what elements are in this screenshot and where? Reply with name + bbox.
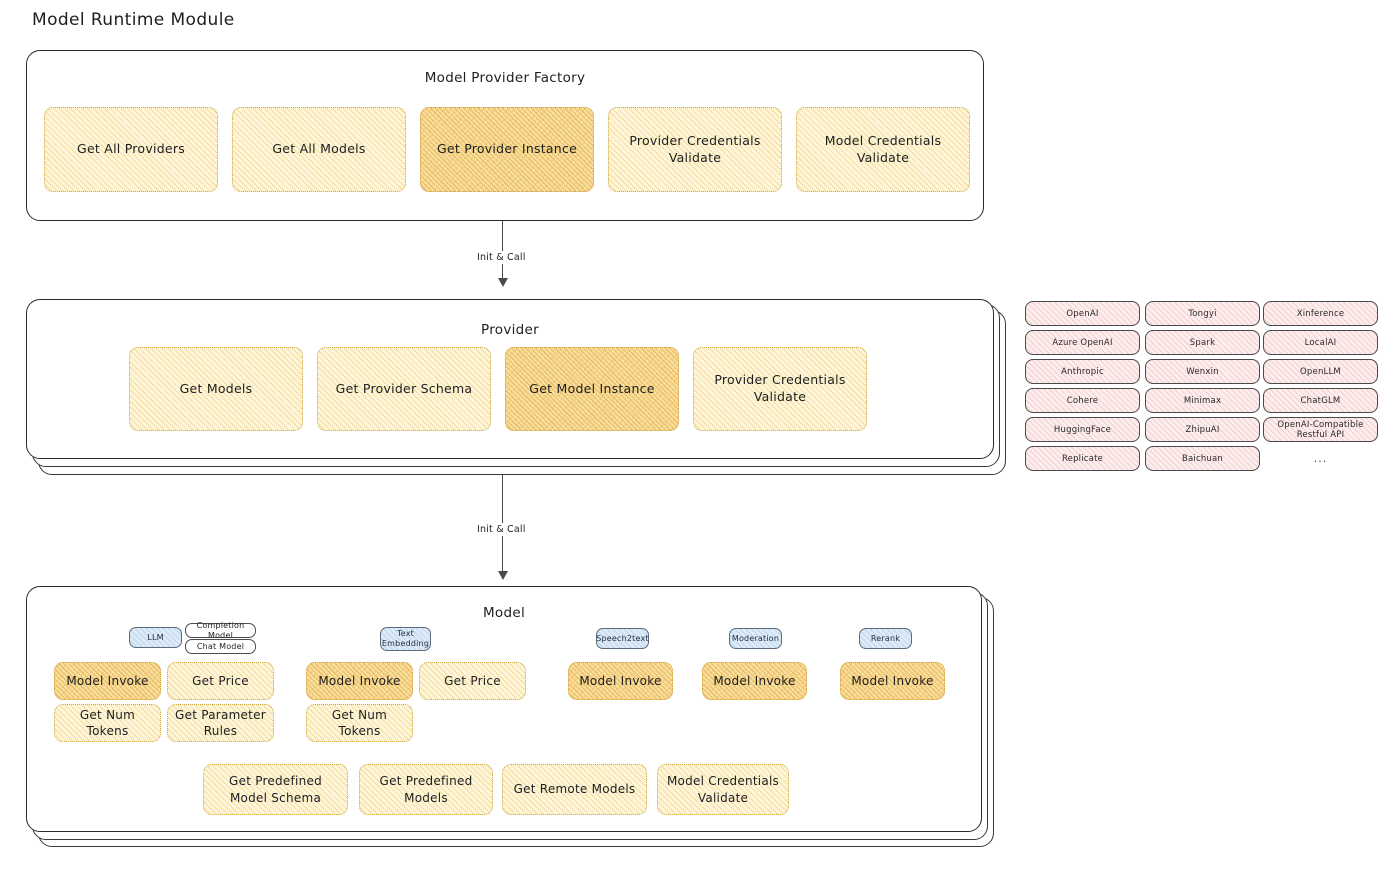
model-type-sub-badge-completion-model[interactable]: Completion Model <box>185 621 256 640</box>
model-node-llm-model-invoke[interactable]: Model Invoke <box>54 662 161 700</box>
model-node-text-embedding-get-num-tokens[interactable]: Get Num Tokens <box>306 704 413 742</box>
model-type-badge-text-embedding[interactable]: Text Embedding <box>380 627 431 651</box>
provider-tag-localai[interactable]: LocalAI <box>1263 330 1378 355</box>
factory-node-get-provider-instance[interactable]: Get Provider Instance <box>420 107 594 192</box>
model-node-text-embedding-model-invoke[interactable]: Model Invoke <box>306 662 413 700</box>
connector-provider-to-model-label: Init & Call <box>473 523 530 536</box>
provider-tag-tongyi[interactable]: Tongyi <box>1145 301 1260 326</box>
provider-node-get-model-instance[interactable]: Get Model Instance <box>505 347 679 431</box>
provider-tag-openllm[interactable]: OpenLLM <box>1263 359 1378 384</box>
provider-list-ellipsis: ... <box>1313 452 1328 465</box>
provider-tag-spark[interactable]: Spark <box>1145 330 1260 355</box>
provider-tag-minimax[interactable]: Minimax <box>1145 388 1260 413</box>
model-node-text-embedding-get-price[interactable]: Get Price <box>419 662 526 700</box>
model-type-badge-speech2text[interactable]: Speech2text <box>596 628 649 649</box>
provider-tag-huggingface[interactable]: HuggingFace <box>1025 417 1140 442</box>
connector-factory-to-provider-arrow <box>497 278 508 287</box>
model-type-badge-moderation[interactable]: Moderation <box>729 628 782 649</box>
model-node-model-credentials-validate[interactable]: Model Credentials Validate <box>657 764 789 815</box>
provider-node-get-provider-schema[interactable]: Get Provider Schema <box>317 347 491 431</box>
provider-tag-azure-openai[interactable]: Azure OpenAI <box>1025 330 1140 355</box>
model-node-get-remote-models[interactable]: Get Remote Models <box>502 764 647 815</box>
provider-tag-wenxin[interactable]: Wenxin <box>1145 359 1260 384</box>
provider-node-provider-credentials-validate[interactable]: Provider Credentials Validate <box>693 347 867 431</box>
model-type-sub-badge-chat-model[interactable]: Chat Model <box>185 639 256 654</box>
factory-node-provider-credentials-validate[interactable]: Provider Credentials Validate <box>608 107 782 192</box>
model-title: Model <box>482 605 526 621</box>
provider-tag-zhipuai[interactable]: ZhipuAI <box>1145 417 1260 442</box>
provider-tag-chatglm[interactable]: ChatGLM <box>1263 388 1378 413</box>
model-type-badge-rerank[interactable]: Rerank <box>859 628 912 649</box>
factory-node-get-all-providers[interactable]: Get All Providers <box>44 107 218 192</box>
provider-tag-cohere[interactable]: Cohere <box>1025 388 1140 413</box>
factory-node-get-all-models[interactable]: Get All Models <box>232 107 406 192</box>
model-node-llm-get-num-tokens[interactable]: Get Num Tokens <box>54 704 161 742</box>
connector-provider-to-model-arrow <box>497 571 508 580</box>
provider-tag-replicate[interactable]: Replicate <box>1025 446 1140 471</box>
model-node-get-predefined-model-schema[interactable]: Get Predefined Model Schema <box>203 764 348 815</box>
connector-factory-to-provider-label: Init & Call <box>473 251 530 264</box>
model-node-llm-get-parameter-rules[interactable]: Get Parameter Rules <box>167 704 274 742</box>
model-node-speech2text-model-invoke[interactable]: Model Invoke <box>568 662 673 700</box>
provider-tag-xinference[interactable]: Xinference <box>1263 301 1378 326</box>
provider-tag-anthropic[interactable]: Anthropic <box>1025 359 1140 384</box>
provider-title: Provider <box>481 322 539 338</box>
model-node-rerank-model-invoke[interactable]: Model Invoke <box>840 662 945 700</box>
page-title: Model Runtime Module <box>32 10 235 30</box>
provider-node-get-models[interactable]: Get Models <box>129 347 303 431</box>
model-node-llm-get-price[interactable]: Get Price <box>167 662 274 700</box>
provider-tag-openai[interactable]: OpenAI <box>1025 301 1140 326</box>
model-node-moderation-model-invoke[interactable]: Model Invoke <box>702 662 807 700</box>
factory-node-model-credentials-validate[interactable]: Model Credentials Validate <box>796 107 970 192</box>
provider-tag-openai-compatible-restful-api[interactable]: OpenAI-Compatible Restful API <box>1263 417 1378 442</box>
provider-tag-baichuan[interactable]: Baichuan <box>1145 446 1260 471</box>
model-node-get-predefined-models[interactable]: Get Predefined Models <box>359 764 493 815</box>
model-provider-factory-title: Model Provider Factory <box>424 70 586 86</box>
model-type-badge-llm[interactable]: LLM <box>129 627 182 648</box>
